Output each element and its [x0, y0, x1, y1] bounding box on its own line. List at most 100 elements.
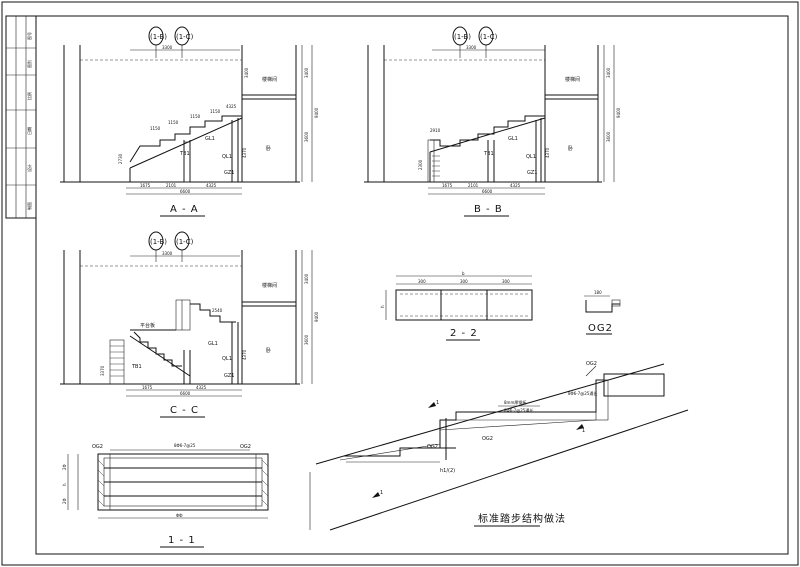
- s22-dim-2: 300: [502, 279, 510, 284]
- s11-hatch-left: [97, 459, 105, 507]
- bb-tb1: TB1: [483, 151, 494, 157]
- s11-og2-right: OG2: [240, 444, 251, 450]
- bb-ql1: QL1: [526, 154, 536, 160]
- bb-left-height: 2300: [418, 159, 423, 170]
- cc-platform: 平台板: [140, 322, 155, 329]
- aa-dim-right-upper: 3400: [304, 67, 309, 78]
- stair-detail: OG2 OG2 OG2 8mm厚钢板 8Φ6-7@25通长 8Φ6-7@25通长…: [309, 361, 689, 531]
- bb-title: B - B: [474, 204, 503, 215]
- aa-room2: 卧: [266, 145, 271, 152]
- s11-og2-left: OG2: [92, 444, 103, 450]
- sd-rebar-b: 8Φ6-7@25通长: [504, 407, 533, 413]
- aa-ql1: QL1: [222, 154, 232, 160]
- s22-dim-0: 300: [418, 279, 426, 284]
- cc-tb1: TB1: [131, 364, 142, 370]
- aa-dim-right-lower: 3600: [304, 131, 309, 142]
- aa-tb1: TB1: [179, 151, 190, 157]
- aa-dim-b-mid: 2101: [166, 183, 177, 188]
- tb-row-5: 制图: [26, 202, 32, 210]
- bb-dim-b-right: 4325: [510, 183, 521, 188]
- bb-axis-label-1b: (1-B): [454, 33, 471, 41]
- aa-inner-h: 4370: [242, 147, 247, 158]
- bb-step1: 2910: [430, 128, 441, 133]
- cc-step1: 2540: [212, 308, 223, 313]
- bb-gz1: GZ1: [527, 170, 537, 176]
- section-11: OG2 OG2 8Φ6-7@25 2Φ h 2Φ ΦФ: [62, 443, 269, 548]
- sd-rebar-top: 8mm厚钢板: [504, 399, 526, 405]
- bb-room1: 楼梯间: [565, 76, 580, 83]
- cc-room1: 楼梯间: [262, 282, 277, 289]
- cc-gz1: GZ1: [224, 373, 234, 379]
- sd-b3: 1: [380, 490, 383, 496]
- bb-dim-right-total: 9400: [616, 107, 621, 118]
- detail-og2: 180 OG2: [584, 290, 621, 335]
- aa-step-3: 1150: [210, 109, 221, 114]
- s11-left-mid: h: [62, 483, 67, 486]
- tb-row-4: 设计: [26, 164, 32, 172]
- cc-dim-top: 3300: [162, 251, 173, 256]
- og2-dim-w: 180: [594, 290, 602, 295]
- aa-gz1: GZ1: [224, 170, 234, 176]
- aa-room1: 楼梯间: [262, 76, 277, 83]
- bb-room2: 卧: [568, 145, 573, 152]
- aa-step-1: 1150: [168, 120, 179, 125]
- cc-ql1: QL1: [222, 356, 232, 362]
- cc-dim-right-upper: 3400: [304, 273, 309, 284]
- bb-dim-top: 3300: [466, 45, 477, 50]
- cc-dim-b-right: 4325: [196, 385, 207, 390]
- aa-step-top: 4325: [226, 104, 237, 109]
- aa-dim-top: 3300: [162, 45, 173, 50]
- tb-row-0: 图号: [26, 32, 32, 40]
- axis-label-1c: (1-C): [176, 33, 194, 41]
- bb-dim-b-left: 1675: [442, 183, 453, 188]
- s11-top-label: 8Φ6-7@25: [174, 443, 196, 448]
- cc-inner-h: 4370: [242, 349, 247, 360]
- sd-og2-top: OG2: [586, 361, 597, 367]
- bb-dim-right-upper: 3400: [606, 67, 611, 78]
- section-22: b 300 300 300 h 2 - 2: [380, 271, 533, 341]
- title-block: 图号 图别 比例 日期 设计 制图: [5, 15, 37, 219]
- tb-row-1: 图别: [26, 60, 32, 68]
- tb-row-2: 比例: [26, 92, 32, 100]
- sd-scale: h1/(2): [440, 468, 455, 474]
- cc-dim-b-total: 6600: [180, 391, 191, 396]
- cc-gl1: GL1: [208, 341, 218, 347]
- cc-axis-label-1b: (1-B): [150, 238, 167, 246]
- s22-title: 2 - 2: [450, 328, 478, 339]
- aa-title: A - A: [170, 204, 199, 215]
- sd-arrow-3: [372, 492, 380, 498]
- cc-room2: 卧: [266, 347, 271, 354]
- s11-left-top: 2Φ: [62, 464, 67, 470]
- bb-dim-b-total: 6600: [482, 189, 493, 194]
- s11-title: 1 - 1: [168, 535, 196, 546]
- sd-rebar-c: 8Φ6-7@25通长: [568, 390, 597, 396]
- sd-og2-b: OG2: [427, 444, 438, 450]
- bb-gl1: GL1: [508, 136, 518, 142]
- cc-dim-b-left: 1675: [142, 385, 153, 390]
- bb-axis-label-1c: (1-C): [480, 33, 498, 41]
- section-bb: (1-B) (1-C) 3300 3400 9400 360: [364, 26, 621, 217]
- cc-title: C - C: [170, 405, 199, 416]
- s22-dim-left: h: [380, 305, 385, 308]
- aa-dim-b-total: 6600: [180, 189, 191, 194]
- section-aa: (1-B) (1-C) 3300 3400 9400 3600 3400 楼梯间: [60, 26, 319, 217]
- aa-dim-right-total: 9400: [314, 107, 319, 118]
- aa-dim-b-left: 1675: [140, 183, 151, 188]
- cc-dim-right-lower: 3600: [304, 334, 309, 345]
- bb-dim-b-mid: 2101: [468, 183, 479, 188]
- aa-step-0: 1150: [150, 126, 161, 131]
- cc-left-height: 3370: [100, 365, 105, 376]
- inner-border: [35, 15, 789, 555]
- aa-dim-mid: 3400: [244, 67, 249, 78]
- sd-b1: 1: [436, 400, 439, 406]
- aa-step-2: 1150: [190, 114, 201, 119]
- aa-left-height: 2730: [118, 153, 123, 164]
- cc-axis-label-1c: (1-C): [176, 238, 194, 246]
- sd-arrow-2: [576, 424, 584, 430]
- bb-dim-right-lower: 3600: [606, 131, 611, 142]
- aa-gl1: GL1: [205, 136, 215, 142]
- bb-hatch: [432, 155, 440, 177]
